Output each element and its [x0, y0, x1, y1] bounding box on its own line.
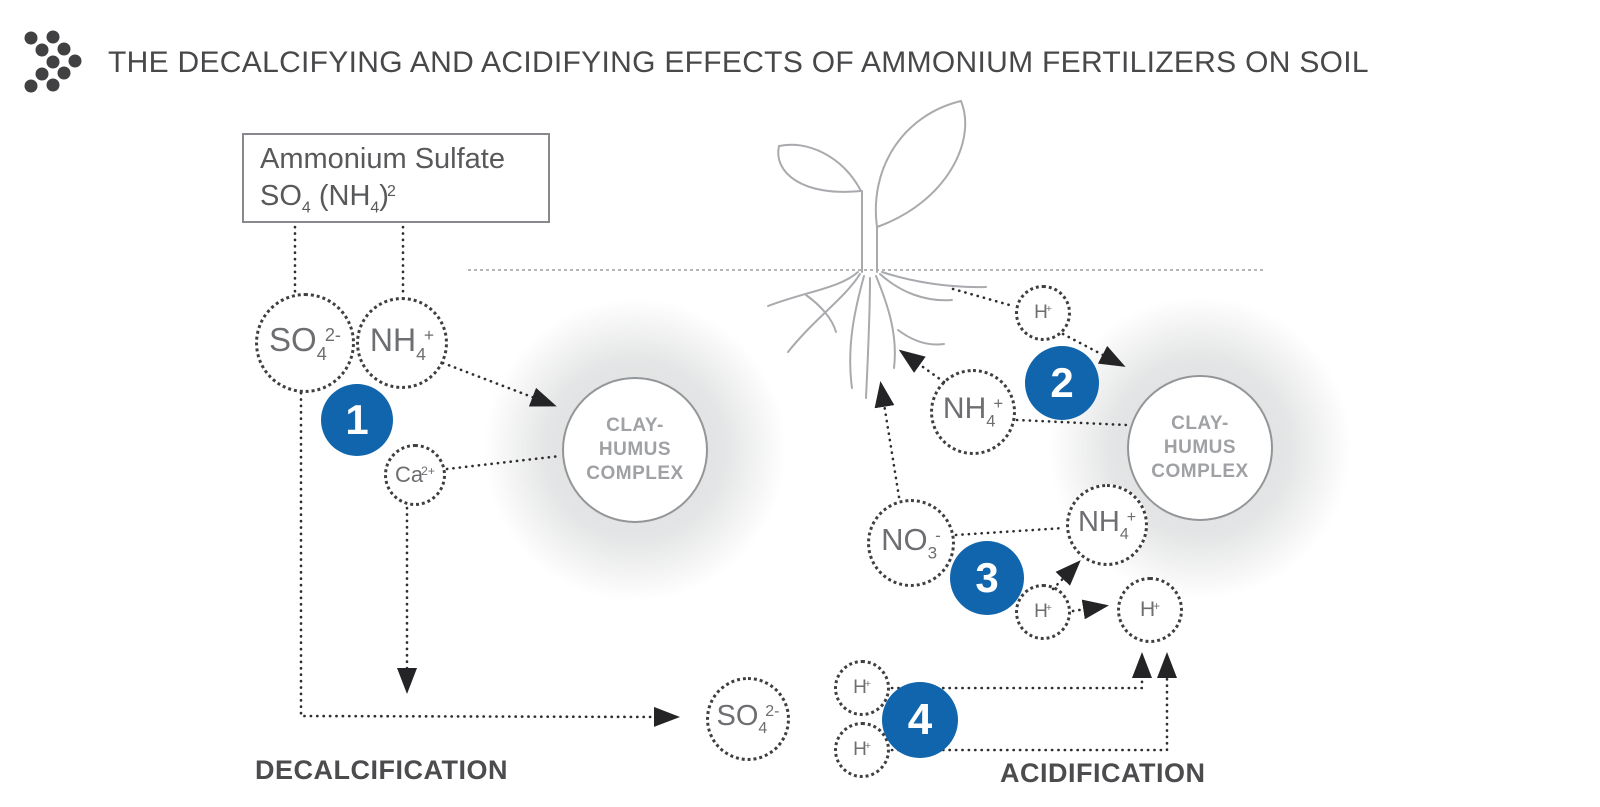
- arrow-hplus-to-hplus: [1071, 599, 1109, 620]
- ion-h-bottom-1: H+: [834, 660, 890, 716]
- arrow-h2-to-acid: [890, 652, 1177, 752]
- decalcification-label: DECALCIFICATION: [255, 755, 508, 785]
- fertilizer-name: Ammonium Sulfate: [260, 143, 505, 175]
- line-roots-to-hplus: [951, 287, 1015, 308]
- plant-sprout: [777, 99, 967, 273]
- ion-nh4-mid: NH4+: [930, 369, 1016, 455]
- step-badge-2: 2: [1025, 346, 1099, 420]
- acidification-label: ACIDIFICATION: [1000, 758, 1206, 788]
- line-nh4mid-to-complex-right: [1015, 418, 1128, 427]
- ion-nh4-left: NH4+: [356, 297, 448, 389]
- step-badge-1: 1: [321, 384, 393, 456]
- line-ca-to-complex-left: [445, 454, 562, 471]
- step-badge-3: 3: [950, 541, 1024, 615]
- arrow-nh4-to-complex-left: [441, 361, 557, 407]
- ion-so4-left: SO42-: [255, 293, 355, 393]
- ammonium-sulfate-box: Ammonium Sulfate SO4 (NH4)2: [242, 133, 550, 223]
- arrow-h1-to-acid: [890, 652, 1152, 690]
- ion-ca: Ca2+: [384, 444, 446, 506]
- arrow-hplus-to-complex-right: [1061, 332, 1126, 367]
- page-title: THE DECALCIFYING AND ACIDIFYING EFFECTS …: [108, 46, 1369, 79]
- arrow-nh4mid-to-roots: [898, 349, 946, 384]
- clay-humus-complex-left: CLAY- HUMUS COMPLEX: [562, 377, 708, 523]
- ion-h-mid-right: H+: [1117, 577, 1183, 643]
- line-no3-to-nh4-right: [954, 526, 1066, 537]
- arrow-so4-to-bottom: [299, 391, 680, 727]
- ion-no3: NO3-: [867, 499, 955, 587]
- clay-humus-complex-right: CLAY- HUMUS COMPLEX: [1127, 375, 1273, 521]
- dots-chevron-logo-icon: [24, 30, 82, 93]
- ion-so4-bottom: SO42-: [706, 677, 790, 761]
- plant-roots: [767, 271, 987, 399]
- connectors: [293, 225, 1177, 752]
- arrow-hplus-to-nh4-right: [1051, 560, 1081, 591]
- arrow-no3-to-roots: [874, 381, 901, 499]
- ion-h-mid-left: H+: [1015, 584, 1071, 640]
- fertilizer-formula: SO4 (NH4)2: [260, 179, 396, 217]
- step-badge-4: 4: [882, 682, 958, 758]
- ion-nh4-right: NH4+: [1066, 484, 1148, 566]
- ion-h-bottom-2: H+: [834, 722, 890, 778]
- ion-h-top: H+: [1015, 285, 1071, 341]
